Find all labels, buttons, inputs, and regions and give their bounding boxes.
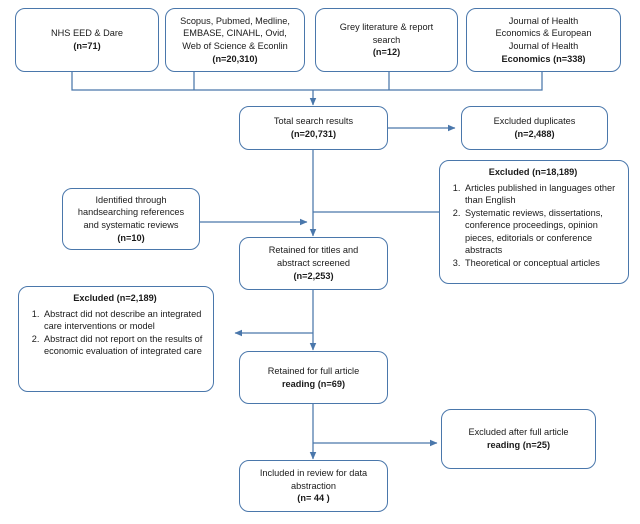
node-excluded-abstracts-header: Excluded (n=2,189) (73, 293, 157, 303)
node-included-review-text: Included in review for data abstraction (259, 467, 368, 491)
node-retained-full-article-count: reading (n=69) (281, 378, 346, 389)
node-included-review-count: (n= 44 ) (297, 493, 330, 504)
node-grey-literature-count: (n=12) (372, 47, 401, 58)
node-handsearching-count: (n=10) (117, 232, 145, 243)
node-total-search-results-text: Total search results (273, 116, 354, 127)
list-item: Theoretical or conceptual articles (463, 257, 620, 269)
node-excluded-full-article: Excluded after full article reading (n=2… (441, 409, 596, 469)
list-item: Abstract did not report on the results o… (42, 333, 205, 358)
node-total-search-results-count: (n=20,731) (290, 129, 337, 139)
node-journals-text: Journal of Health Economics & European J… (495, 15, 592, 51)
node-databases-count: (n=20,310) (212, 53, 258, 64)
node-excluded-titles: Excluded (n=18,189) Articles published i… (439, 160, 629, 284)
edge-nhs-to-bus (71, 72, 313, 91)
node-excluded-titles-header: Excluded (n=18,189) (488, 167, 578, 177)
node-retained-full-article-text: Retained for full article (267, 365, 360, 376)
node-nhs-eed-count: (n=71) (73, 41, 101, 51)
node-excluded-titles-reasons: Articles published in languages other th… (446, 182, 620, 270)
edge-journals-to-bus (313, 72, 543, 91)
node-excluded-full-article-count: reading (n=25) (486, 440, 551, 450)
node-grey-literature: Grey literature & report search (n=12) (315, 8, 458, 72)
node-retained-titles-count: (n=2,253) (293, 270, 334, 281)
node-excluded-duplicates-count: (n=2,488) (514, 129, 555, 139)
node-nhs-eed-text: NHS EED & Dare (51, 28, 123, 39)
node-retained-titles: Retained for titles and abstract screene… (239, 237, 388, 290)
node-handsearching-text: Identified through handsearching referen… (77, 194, 185, 230)
list-item: Abstract did not describe an integrated … (42, 308, 205, 333)
list-item: Systematic reviews, dissertations, confe… (463, 207, 620, 257)
node-total-search-results: Total search results (n=20,731) (239, 106, 388, 150)
node-retained-titles-text: Retained for titles and abstract screene… (268, 245, 359, 269)
node-excluded-duplicates: Excluded duplicates (n=2,488) (461, 106, 608, 150)
node-handsearching: Identified through handsearching referen… (62, 188, 200, 250)
node-journals: Journal of Health Economics & European J… (466, 8, 621, 72)
node-nhs-eed: NHS EED & Dare (n=71) (15, 8, 159, 72)
node-excluded-full-article-text: Excluded after full article (468, 427, 569, 438)
node-excluded-duplicates-text: Excluded duplicates (493, 116, 576, 127)
node-databases: Scopus, Pubmed, Medline, EMBASE, CINAHL,… (165, 8, 305, 72)
node-databases-text: Scopus, Pubmed, Medline, EMBASE, CINAHL,… (180, 15, 290, 51)
node-grey-literature-text: Grey literature & report search (339, 21, 434, 45)
list-item: Articles published in languages other th… (463, 182, 620, 207)
node-journals-count: Economics (n=338) (501, 53, 586, 64)
node-excluded-abstracts: Excluded (n=2,189) Abstract did not desc… (18, 286, 214, 392)
node-excluded-abstracts-reasons: Abstract did not describe an integrated … (25, 308, 205, 359)
node-included-review: Included in review for data abstraction … (239, 460, 388, 512)
node-retained-full-article: Retained for full article reading (n=69) (239, 351, 388, 404)
